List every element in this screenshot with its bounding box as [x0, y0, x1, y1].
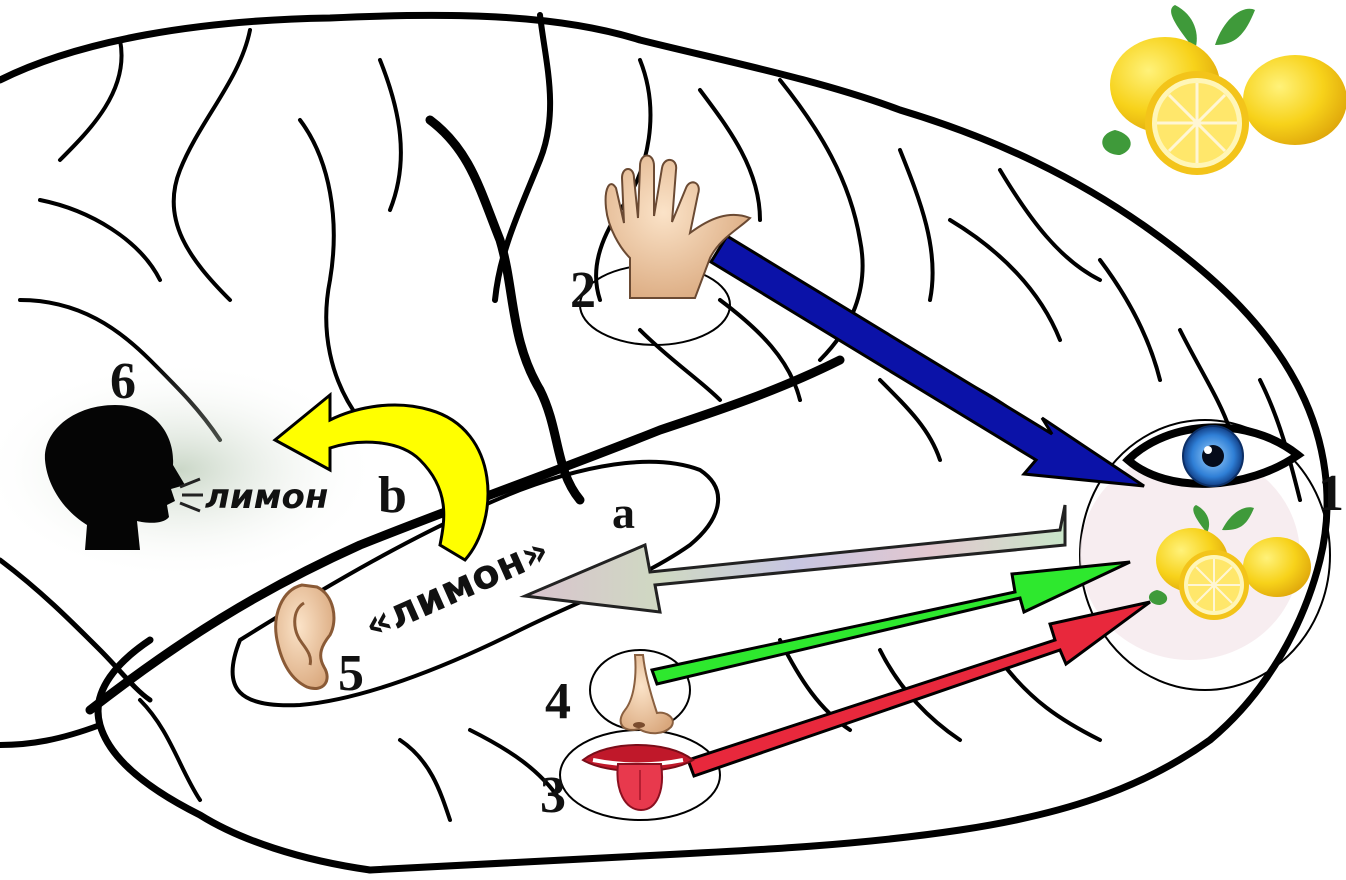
- region-4-label: 4: [545, 673, 571, 730]
- word-b: лимон: [205, 477, 328, 517]
- arrow-touch: [711, 236, 1144, 486]
- region-1-label: 1: [1318, 465, 1344, 522]
- lemon-icon: [1102, 5, 1346, 175]
- arrow-recognition: [525, 505, 1065, 612]
- region-6-label: 6: [110, 353, 136, 410]
- eye-icon: [1128, 426, 1298, 486]
- arrow-recognition-shape: [525, 505, 1065, 612]
- region-2-label: 2: [570, 262, 596, 319]
- arrow-taste-shape: [688, 602, 1150, 776]
- mouth-tongue-icon: [583, 745, 693, 810]
- arrow-taste: [688, 602, 1150, 776]
- ear-icon: [276, 585, 334, 689]
- letter-b: b: [378, 467, 407, 524]
- region-5-label: 5: [338, 645, 364, 702]
- letter-a: a: [612, 487, 635, 538]
- region-3-label: 3: [540, 767, 566, 824]
- hand-icon: [606, 156, 750, 299]
- arrow-touch-shape: [711, 236, 1144, 486]
